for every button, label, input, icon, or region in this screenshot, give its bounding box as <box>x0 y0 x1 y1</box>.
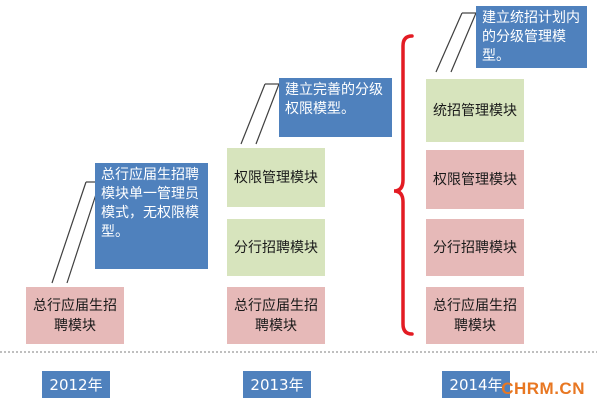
campus-recruit-module-2012: 总行应届生招聘模块 <box>26 287 124 344</box>
permission-module-2014: 权限管理模块 <box>426 150 524 209</box>
branch-recruit-module-2014: 分行招聘模块 <box>426 219 524 276</box>
year-label-2012: 2012年 <box>42 371 110 398</box>
unified-recruit-module-2014: 统招管理模块 <box>426 79 524 142</box>
callout-note-2014: 建立统招计划内的分级管理模型。 <box>476 6 587 68</box>
year-label-2013: 2013年 <box>243 371 311 398</box>
year-label-2014: 2014年 <box>442 371 510 398</box>
callout-note-2013: 建立完善的分级权限模型。 <box>279 78 392 137</box>
callout-line-2014 <box>450 12 477 73</box>
permission-module-2013: 权限管理模块 <box>227 148 325 207</box>
callout-line-2012 <box>66 181 101 284</box>
branch-recruit-module-2013: 分行招聘模块 <box>227 219 325 276</box>
callout-line-2013 <box>255 83 280 145</box>
site-watermark: CHRM.CN <box>501 379 585 398</box>
grouping-bracket <box>393 34 414 336</box>
callout-line-2014 <box>435 12 463 73</box>
callout-note-2012: 总行应届生招聘模块单一管理员模式，无权限模型。 <box>95 163 208 269</box>
campus-recruit-module-2013: 总行应届生招聘模块 <box>227 287 325 344</box>
campus-recruit-module-2014: 总行应届生招聘模块 <box>426 287 524 344</box>
callout-line-2012 <box>51 181 87 284</box>
callout-line-2013 <box>240 83 266 145</box>
